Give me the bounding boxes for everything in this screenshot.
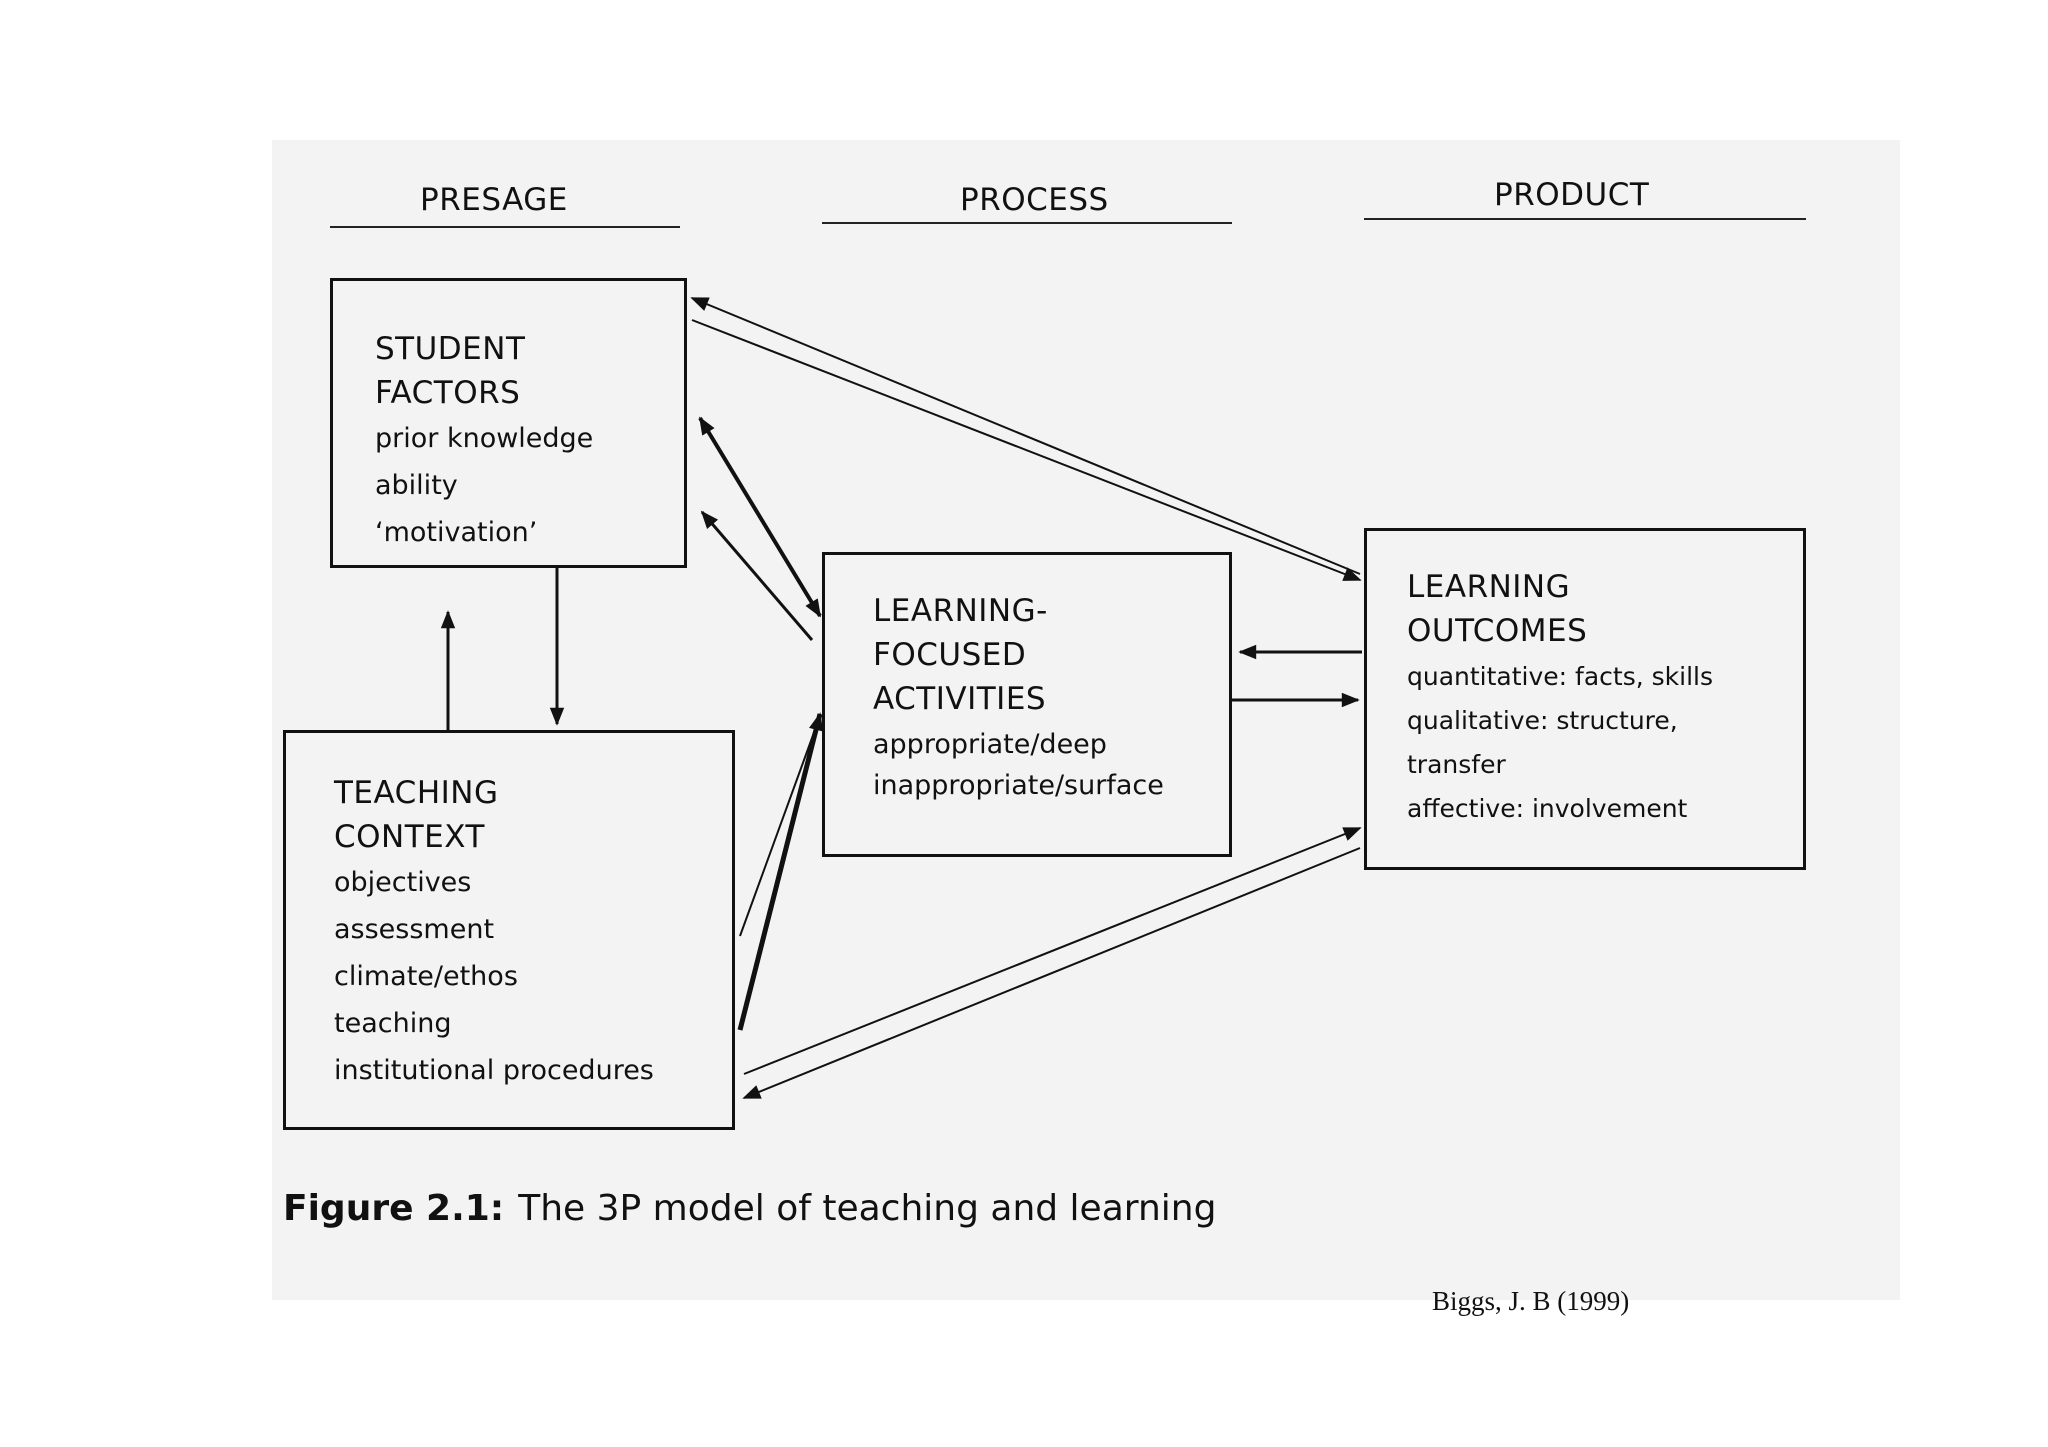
teaching-context-box: TEACHING CONTEXT objectives assessment c… <box>283 730 735 1130</box>
learning-outcomes-item: transfer <box>1407 750 1506 779</box>
learning-activities-item: inappropriate/surface <box>873 770 1164 801</box>
figure-caption-text: The 3P model of teaching and learning <box>518 1188 1217 1229</box>
presage-underline <box>330 226 680 228</box>
arrow-outcomes-to-context <box>742 847 1361 1099</box>
learning-activities-heading-line-3: ACTIVITIES <box>873 681 1047 717</box>
arrow-activities-to-context <box>739 715 821 937</box>
product-header: PRODUCT <box>1494 177 1650 213</box>
arrow-student-activities-lower <box>700 510 814 641</box>
learning-activities-item: appropriate/deep <box>873 729 1107 760</box>
learning-activities-heading-line-2: FOCUSED <box>873 637 1027 673</box>
learning-focused-activities-box: LEARNING- FOCUSED ACTIVITIES appropriate… <box>822 552 1232 857</box>
process-underline <box>822 222 1232 224</box>
figure-caption: Figure 2.1: The 3P model of teaching and … <box>283 1188 1216 1229</box>
learning-outcomes-box: LEARNING OUTCOMES quantitative: facts, s… <box>1364 528 1806 870</box>
student-factors-heading-line-2: FACTORS <box>375 375 521 411</box>
teaching-context-item: assessment <box>334 914 495 945</box>
teaching-context-heading-line-2: CONTEXT <box>334 819 485 855</box>
student-factors-item: ability <box>375 470 458 501</box>
teaching-context-item: objectives <box>334 867 472 898</box>
learning-outcomes-heading-line-1: LEARNING <box>1407 569 1571 605</box>
teaching-context-item: climate/ethos <box>334 961 518 992</box>
learning-activities-heading-line-1: LEARNING- <box>873 593 1048 629</box>
arrow-context-to-outcomes <box>743 827 1362 1075</box>
figure-caption-number: Figure 2.1: <box>283 1188 505 1229</box>
student-factors-item: prior knowledge <box>375 423 594 454</box>
arrow-student-to-outcomes <box>691 319 1362 581</box>
student-factors-heading-line-1: STUDENT <box>375 331 526 367</box>
learning-outcomes-heading-line-2: OUTCOMES <box>1407 613 1588 649</box>
teaching-context-item: institutional procedures <box>334 1055 654 1086</box>
learning-outcomes-item: affective: involvement <box>1407 794 1688 823</box>
learning-outcomes-item: qualitative: structure, <box>1407 706 1678 735</box>
arrow-outcomes-to-student-upper <box>690 297 1361 575</box>
learning-outcomes-item: quantitative: facts, skills <box>1407 662 1713 691</box>
student-factors-box: STUDENT FACTORS prior knowledge ability … <box>330 278 687 568</box>
teaching-context-heading-line-1: TEACHING <box>334 775 499 811</box>
scanned-figure-background <box>272 140 1900 1300</box>
student-factors-item: ‘motivation’ <box>375 517 538 548</box>
process-header: PROCESS <box>960 182 1109 218</box>
presage-header: PRESAGE <box>420 182 568 218</box>
product-underline <box>1364 218 1806 220</box>
arrow-context-to-activities <box>737 712 824 1031</box>
citation: Biggs, J. B (1999) <box>1432 1286 1630 1316</box>
arrow-student-activities-upper <box>698 416 822 618</box>
teaching-context-item: teaching <box>334 1008 452 1039</box>
